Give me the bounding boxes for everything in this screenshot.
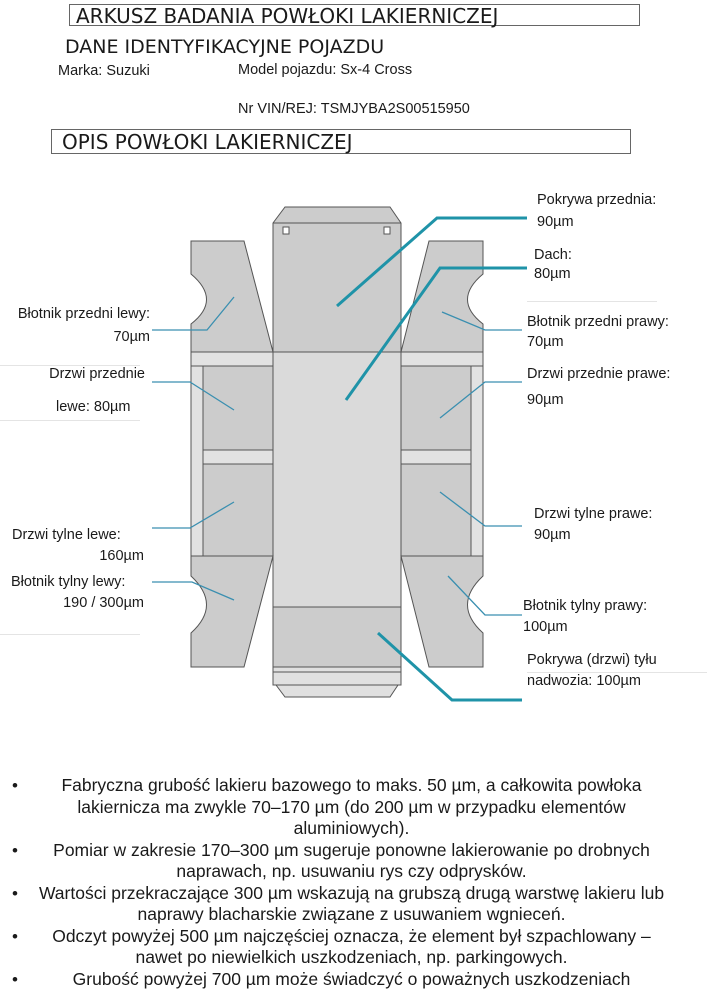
value-front-hood: 90µm xyxy=(537,214,574,230)
label-front-left-fender: Błotnik przedni lewy: xyxy=(17,306,150,322)
leader-rear-right-fender xyxy=(447,575,522,616)
page-title: ARKUSZ BADANIA POWŁOKI LAKIERNICZEJ xyxy=(69,4,640,27)
note-item: •Wartości przekraczające 300 µm wskazują… xyxy=(12,882,665,925)
rear-left-fender-panel xyxy=(190,555,274,668)
front-right-fender-panel xyxy=(400,240,484,353)
leader-rear-left-fender xyxy=(152,581,235,601)
paint-description-heading: OPIS POWŁOKI LAKIERNICZEJ xyxy=(51,129,631,154)
hood-marker xyxy=(282,226,290,235)
label-roof: Dach: xyxy=(534,247,572,263)
guide-line xyxy=(527,672,707,673)
leader-front-right-door xyxy=(439,381,522,419)
value-front-right-door: 90µm xyxy=(527,392,564,408)
bullet-icon: • xyxy=(12,776,18,795)
label-rear-left-door: Drzwi tylne lewe: xyxy=(12,527,121,543)
notes-list: •Fabryczna grubość lakieru bazowego to m… xyxy=(0,775,707,990)
leader-roof xyxy=(344,266,527,401)
value-front-right-fender: 70µm xyxy=(527,334,564,350)
guide-line xyxy=(527,301,657,302)
front-right-door-panel xyxy=(400,365,472,451)
hood-marker xyxy=(383,226,391,235)
label-front-left-door: Drzwi przednie xyxy=(49,366,145,382)
rear-right-door-panel xyxy=(400,463,472,557)
label-front-right-fender: Błotnik przedni prawy: xyxy=(527,314,669,330)
label-rear-left-fender: Błotnik tylny lewy: xyxy=(11,574,126,590)
note-item: •Odczyt powyżej 500 µm najczęściej oznac… xyxy=(12,925,651,968)
front-hood-panel xyxy=(272,206,402,353)
value-tailgate: nadwozia: 100µm xyxy=(527,673,641,689)
label-rear-right-door: Drzwi tylne prawe: xyxy=(534,506,653,522)
value-rear-right-fender: 100µm xyxy=(523,619,568,635)
bullet-icon: • xyxy=(12,969,18,989)
vehicle-vin: Nr VIN/REJ: TSMJYBA2S00515950 xyxy=(238,101,470,117)
value-front-left-door: lewe: 80µm xyxy=(56,399,131,415)
value-roof: 80µm xyxy=(534,266,571,282)
value-rear-left-fender: 190 / 300µm xyxy=(63,595,144,611)
label-front-right-door: Drzwi przednie prawe: xyxy=(527,366,671,382)
rear-bumper xyxy=(272,666,402,686)
vehicle-model: Model pojazdu: Sx-4 Cross xyxy=(238,62,413,78)
bullet-icon: • xyxy=(12,926,18,946)
label-tailgate: Pokrywa (drzwi) tyłu xyxy=(527,652,657,668)
leader-rear-left-door xyxy=(152,501,235,529)
leader-front-right-fender xyxy=(441,311,522,331)
bullet-icon: • xyxy=(12,883,18,903)
car-body-diagram xyxy=(152,206,527,702)
guide-line xyxy=(0,420,140,421)
leader-front-left-door xyxy=(152,381,235,411)
value-rear-right-door: 90µm xyxy=(534,527,571,543)
bullet-icon: • xyxy=(12,840,18,860)
leader-front-left-fender xyxy=(152,296,235,331)
front-left-door-panel xyxy=(202,365,274,451)
front-left-fender-panel xyxy=(190,240,274,353)
value-front-left-fender: 70µm xyxy=(113,329,150,345)
vehicle-data-heading: DANE IDENTYFIKACYJNE POJAZDU xyxy=(65,36,385,58)
leader-tailgate xyxy=(376,631,522,702)
note-item: •Fabryczna grubość lakieru bazowego to m… xyxy=(12,775,642,838)
rear-left-door-panel xyxy=(202,463,274,557)
label-rear-right-fender: Błotnik tylny prawy: xyxy=(523,598,648,614)
label-front-hood: Pokrywa przednia: xyxy=(537,192,657,208)
note-item: •Pomiar w zakresie 170–300 µm sugeruje p… xyxy=(12,839,650,882)
roof-panel xyxy=(272,351,402,608)
leader-front-hood xyxy=(336,216,527,308)
note-item: •Grubość powyżej 700 µm może świadczyć o… xyxy=(12,968,631,989)
guide-line xyxy=(0,634,140,635)
vehicle-make: Marka: Suzuki xyxy=(58,63,150,79)
rear-right-fender-panel xyxy=(400,555,484,668)
value-rear-left-door: 160µm xyxy=(99,548,144,564)
leader-rear-right-door xyxy=(439,491,522,527)
guide-line xyxy=(0,365,140,366)
tailgate-panel xyxy=(272,606,402,668)
